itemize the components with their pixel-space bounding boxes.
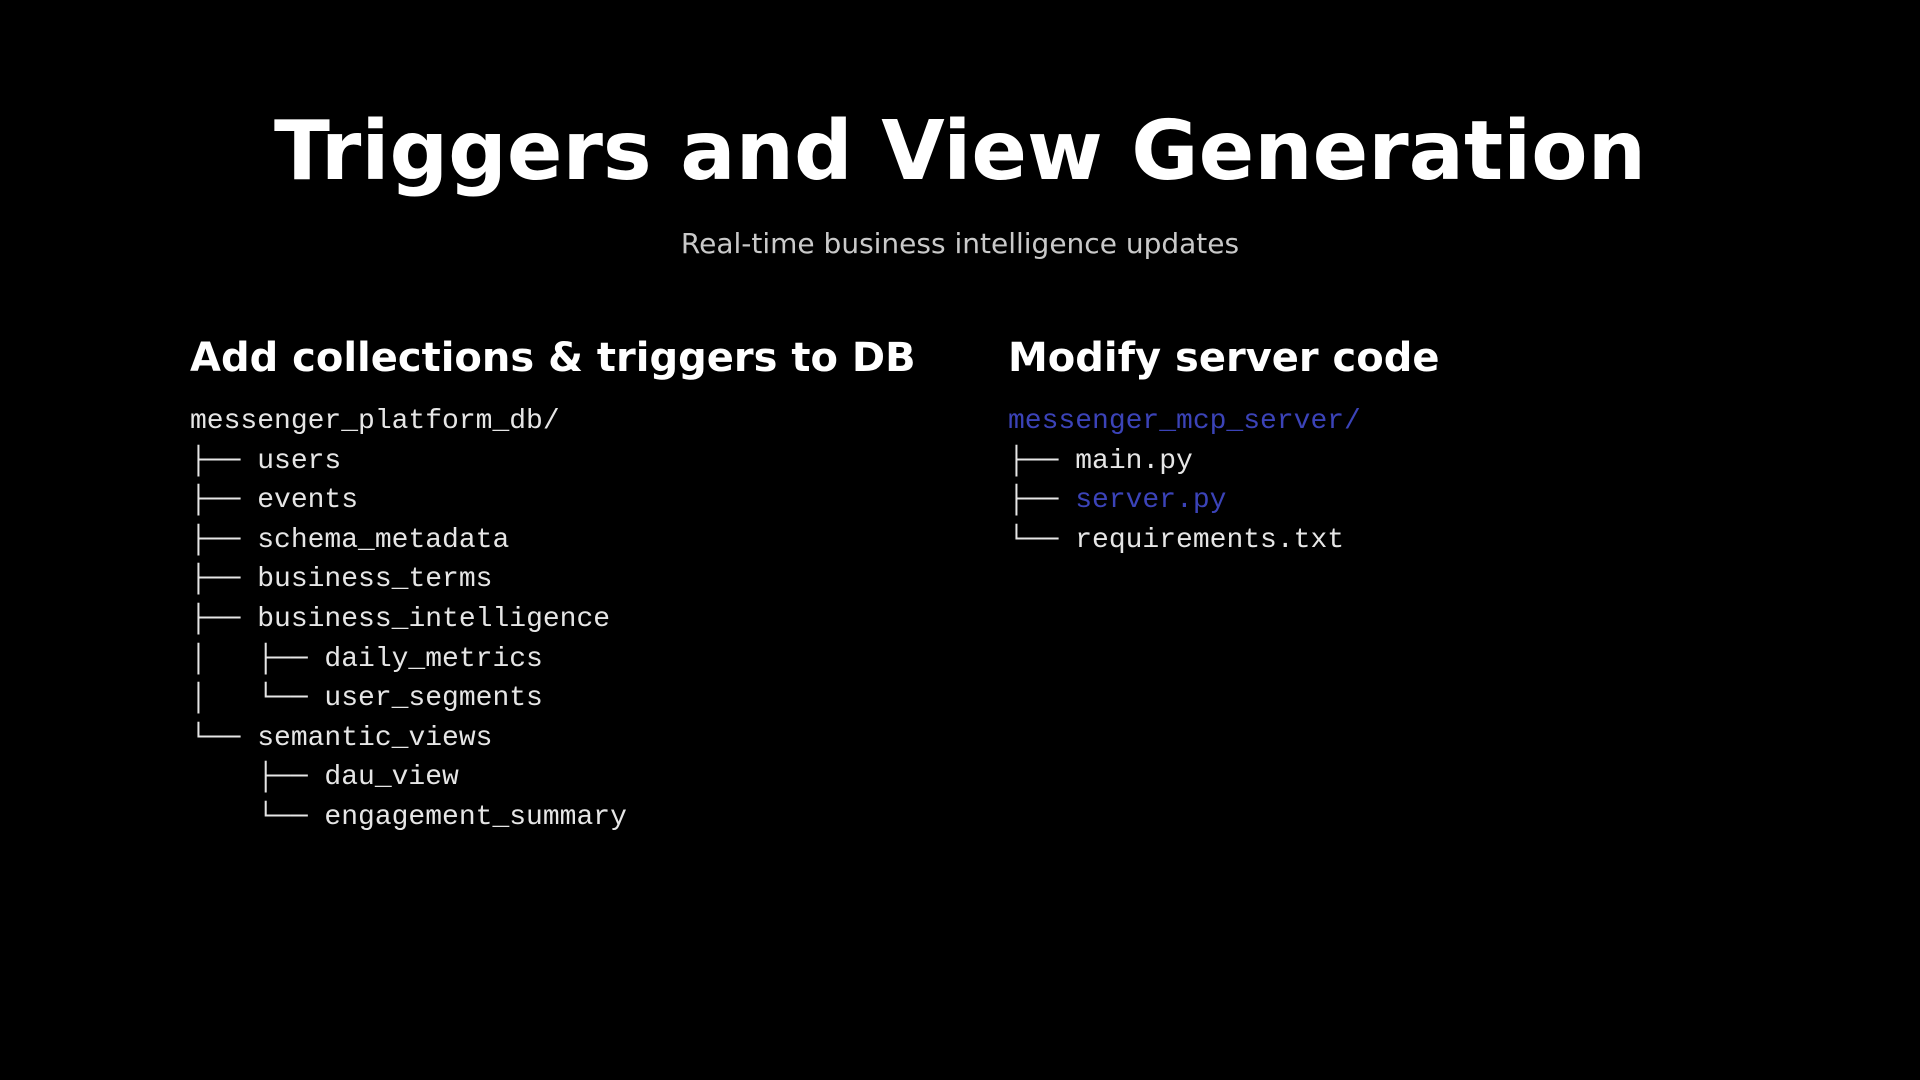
tree-row: │ └── user_segments: [190, 679, 950, 719]
tree-row: ├── main.py: [1008, 442, 1768, 482]
tree-item-name: dau_view: [324, 762, 459, 794]
tree-branch-glyph: ├──: [190, 762, 325, 794]
tree-row: ├── users: [190, 442, 950, 482]
tree-row: └── engagement_summary: [190, 798, 950, 838]
server-file-tree: messenger_mcp_server/├── main.py├── serv…: [1008, 402, 1768, 560]
tree-item-name: business_terms: [257, 564, 493, 596]
tree-row: ├── business_terms: [190, 560, 950, 600]
tree-item-name: requirements.txt: [1075, 524, 1345, 556]
tree-row: └── semantic_views: [190, 719, 950, 759]
tree-row: ├── dau_view: [190, 758, 950, 798]
tree-branch-glyph: │ └──: [190, 683, 325, 715]
tree-item-name: user_segments: [324, 683, 543, 715]
tree-branch-glyph: │ ├──: [190, 643, 325, 675]
tree-branch-glyph: ├──: [1008, 485, 1076, 517]
tree-item-name: main.py: [1075, 445, 1193, 477]
db-column-heading: Add collections & triggers to DB: [190, 335, 916, 381]
server-column: Modify server code messenger_mcp_server/…: [1008, 330, 1768, 560]
tree-row: ├── business_intelligence: [190, 600, 950, 640]
db-file-tree: messenger_platform_db/├── users├── event…: [190, 402, 950, 838]
tree-row: messenger_mcp_server/: [1008, 402, 1768, 442]
tree-item-name: messenger_mcp_server/: [1008, 406, 1361, 437]
tree-branch-glyph: ├──: [190, 485, 258, 517]
tree-branch-glyph: ├──: [190, 445, 258, 477]
tree-row: ├── server.py: [1008, 481, 1768, 521]
server-column-heading: Modify server code: [1008, 335, 1440, 381]
tree-branch-glyph: └──: [190, 801, 325, 833]
tree-row: messenger_platform_db/: [190, 402, 950, 442]
tree-item-name: daily_metrics: [324, 643, 543, 675]
tree-branch-glyph: └──: [1008, 524, 1076, 556]
tree-branch-glyph: └──: [190, 722, 258, 754]
tree-item-name: engagement_summary: [324, 801, 627, 833]
tree-branch-glyph: ├──: [190, 564, 258, 596]
tree-item-name: messenger_platform_db/: [190, 406, 560, 437]
tree-row: ├── schema_metadata: [190, 521, 950, 561]
tree-row: └── requirements.txt: [1008, 521, 1768, 561]
tree-branch-glyph: ├──: [190, 603, 258, 635]
tree-branch-glyph: ├──: [1008, 445, 1076, 477]
slide-title: Triggers and View Generation: [274, 104, 1646, 199]
tree-item-name: users: [257, 445, 342, 477]
tree-row: ├── events: [190, 481, 950, 521]
tree-branch-glyph: ├──: [190, 524, 258, 556]
tree-item-name: schema_metadata: [257, 524, 510, 556]
tree-row: │ ├── daily_metrics: [190, 640, 950, 680]
slide-subtitle: Real-time business intelligence updates: [680, 227, 1240, 260]
tree-item-name: server.py: [1075, 485, 1227, 517]
tree-item-name: events: [257, 485, 359, 517]
tree-item-name: semantic_views: [257, 722, 493, 754]
tree-item-name: business_intelligence: [257, 603, 611, 635]
db-column: Add collections & triggers to DB messeng…: [190, 330, 950, 838]
